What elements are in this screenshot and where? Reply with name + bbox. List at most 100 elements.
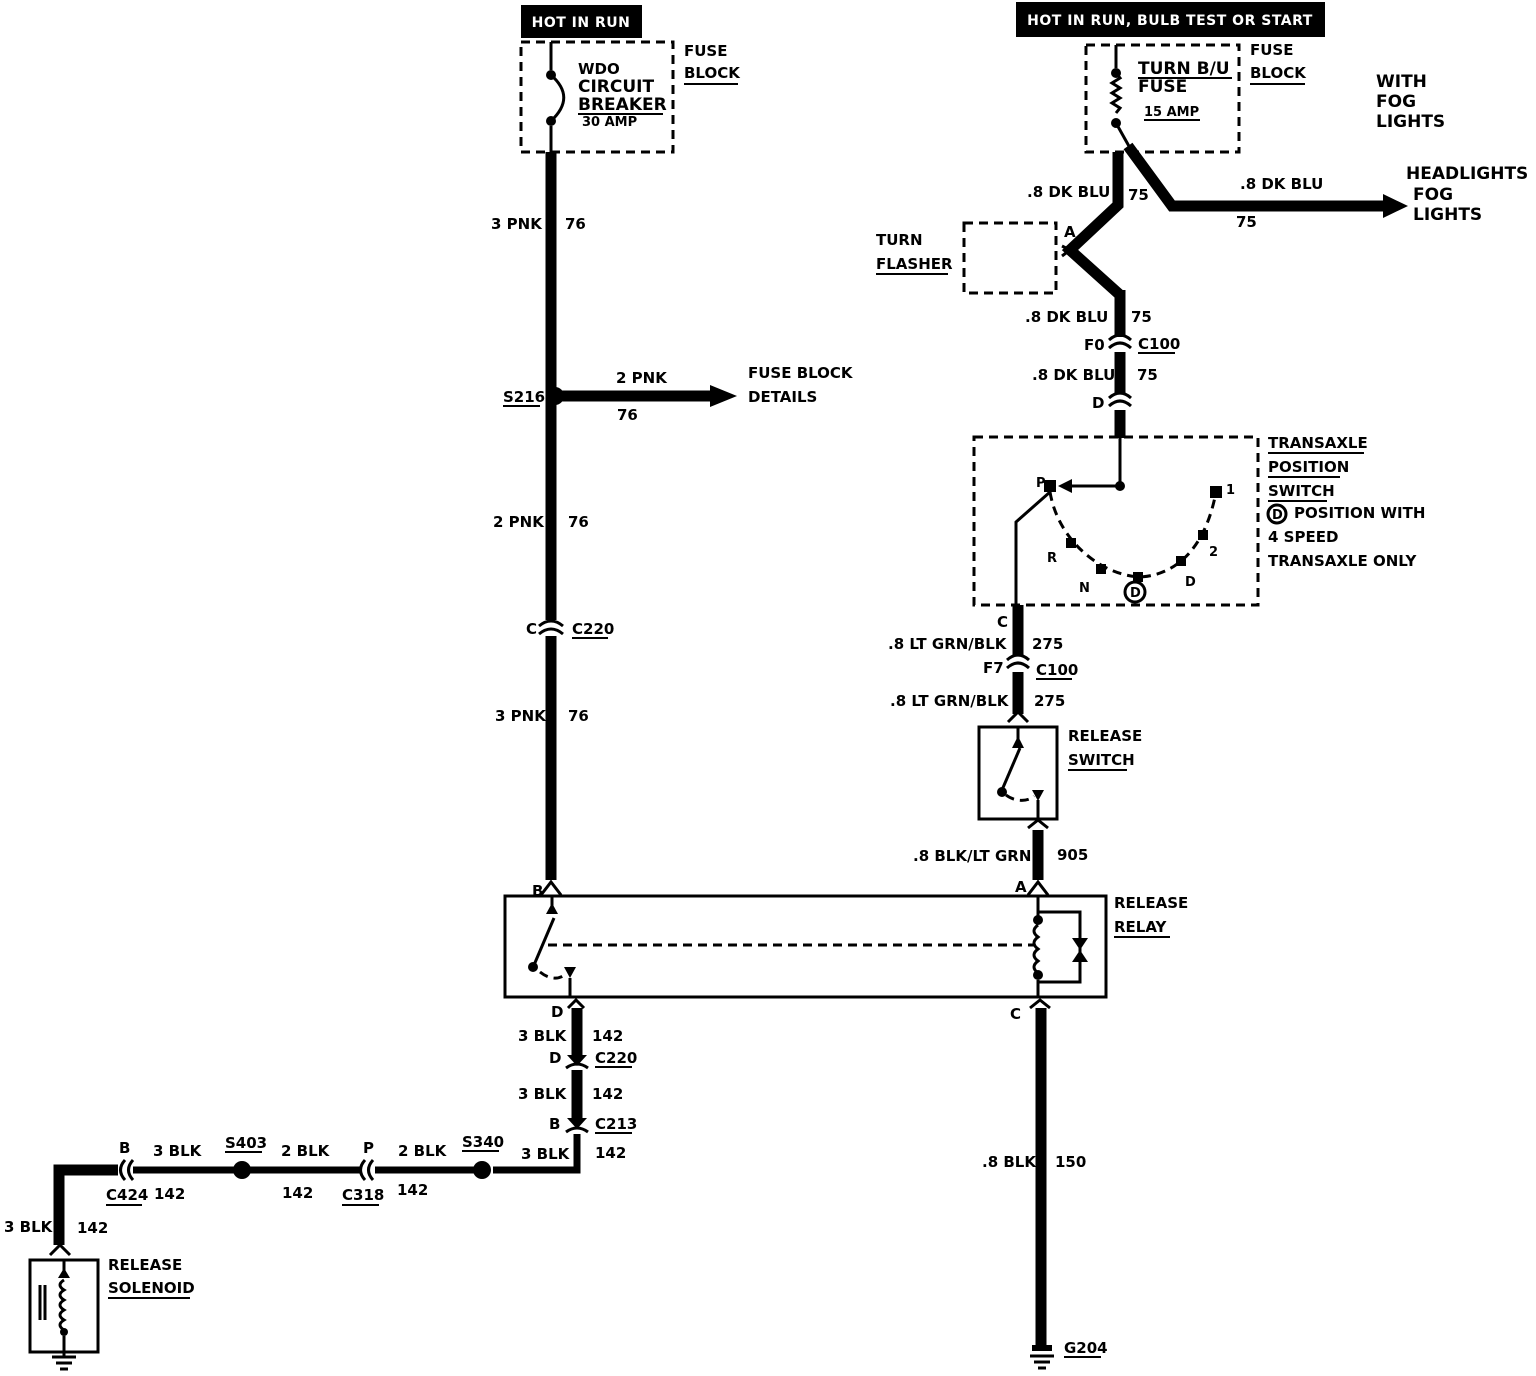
svg-text:C318: C318 [342, 1186, 384, 1204]
svg-text:SWITCH: SWITCH [1268, 482, 1335, 500]
svg-text:3 BLK: 3 BLK [153, 1142, 203, 1160]
svg-text:3 BLK: 3 BLK [521, 1145, 571, 1163]
svg-text:FLASHER: FLASHER [876, 255, 953, 273]
svg-text:.8 DK BLU: .8 DK BLU [1025, 308, 1108, 326]
svg-text:2 PNK: 2 PNK [493, 513, 545, 531]
right-main-wire: .8 DK BLU 75 .8 DK BLU 75 F0 C100 .8 DK … [1025, 183, 1180, 438]
turn-flasher: TURN FLASHER A [876, 152, 1124, 300]
svg-text:S403: S403 [225, 1134, 267, 1152]
svg-text:142: 142 [154, 1185, 185, 1203]
release-relay: RELEASE RELAY B D [503, 882, 1188, 1021]
svg-text:3 BLK: 3 BLK [4, 1218, 54, 1236]
svg-text:CIRCUIT: CIRCUIT [578, 77, 654, 97]
svg-text:2 BLK: 2 BLK [398, 1142, 448, 1160]
svg-text:.8 DK BLU: .8 DK BLU [1240, 175, 1323, 193]
svg-text:F7: F7 [983, 659, 1004, 677]
svg-text:C100: C100 [1138, 335, 1180, 353]
svg-text:C213: C213 [595, 1115, 637, 1133]
svg-text:2: 2 [1209, 545, 1218, 560]
svg-text:30 AMP: 30 AMP [582, 115, 637, 130]
solenoid-circuit: 3 BLK 142 D C220 3 BLK 142 B C213 3 BLK … [4, 997, 637, 1257]
svg-text:15 AMP: 15 AMP [1144, 105, 1199, 120]
svg-text:C220: C220 [595, 1049, 637, 1067]
svg-text:HOT IN RUN, BULB TEST OR START: HOT IN RUN, BULB TEST OR START [1027, 13, 1313, 29]
svg-text:76: 76 [617, 406, 638, 424]
svg-text:LIGHTS: LIGHTS [1376, 112, 1445, 132]
svg-text:C: C [1010, 1005, 1021, 1023]
svg-text:3 BLK: 3 BLK [518, 1085, 568, 1103]
hot-in-run-label: HOT IN RUN [521, 5, 642, 38]
right-fuse-block: TURN B/U FUSE 15 AMP FUSE BLOCK [1084, 41, 1307, 154]
svg-text:TURN: TURN [876, 231, 923, 249]
hot-in-run-bulb-test-label: HOT IN RUN, BULB TEST OR START [1016, 2, 1325, 37]
svg-text:TURN B/U: TURN B/U [1138, 59, 1230, 79]
svg-text:142: 142 [592, 1085, 623, 1103]
svg-text:B: B [119, 1139, 130, 1157]
svg-text:BREAKER: BREAKER [578, 95, 667, 115]
svg-text:S216: S216 [503, 388, 545, 406]
svg-text:275: 275 [1034, 692, 1065, 710]
svg-text:76: 76 [568, 707, 589, 725]
svg-text:.8 LT GRN/BLK: .8 LT GRN/BLK [890, 692, 1010, 710]
headlights-branch: .8 DK BLU 75 HEADLIGHTS FOG LIGHTS [1114, 122, 1528, 231]
svg-text:75: 75 [1137, 366, 1158, 384]
svg-text:BLOCK: BLOCK [684, 64, 741, 82]
svg-text:P: P [1036, 476, 1046, 491]
svg-text:C: C [997, 613, 1008, 631]
svg-text:A: A [1064, 223, 1076, 241]
svg-text:C: C [526, 620, 537, 638]
left-main-wire: 3 PNK 76 S216 2 PNK 76 FUSE BLOCK DETAIL… [491, 152, 854, 896]
svg-text:2 BLK: 2 BLK [281, 1142, 331, 1160]
svg-text:FOG: FOG [1376, 92, 1416, 112]
svg-text:4 SPEED: 4 SPEED [1268, 528, 1338, 546]
svg-text:RELAY: RELAY [1114, 918, 1168, 936]
svg-text:142: 142 [77, 1219, 108, 1237]
svg-text:.8 BLK: .8 BLK [982, 1153, 1037, 1171]
svg-text:FUSE: FUSE [1138, 77, 1187, 97]
svg-text:150: 150 [1055, 1153, 1086, 1171]
transaxle-position-switch: P R N D D 2 1 TRANSAXLE POSITION SWITCH … [972, 434, 1425, 607]
fog-note: WITH FOG LIGHTS [1376, 72, 1445, 132]
svg-text:B: B [532, 882, 543, 900]
svg-text:RELEASE: RELEASE [1068, 727, 1142, 745]
svg-text:FUSE BLOCK: FUSE BLOCK [748, 364, 854, 382]
svg-text:LIGHTS: LIGHTS [1413, 205, 1482, 225]
svg-text:C220: C220 [572, 620, 614, 638]
svg-text:.8 DK BLU: .8 DK BLU [1027, 183, 1110, 201]
arrow-icon [1383, 194, 1408, 218]
relay-feed-wire: .8 BLK/LT GRN 905 A [913, 818, 1088, 896]
svg-text:C424: C424 [106, 1186, 148, 1204]
svg-text:D: D [549, 1049, 561, 1067]
svg-text:75: 75 [1236, 213, 1257, 231]
svg-text:.8 DK BLU: .8 DK BLU [1032, 366, 1115, 384]
svg-text:RELEASE: RELEASE [108, 1256, 182, 1274]
svg-text:D: D [551, 1003, 563, 1021]
svg-text:D: D [1185, 575, 1196, 590]
svg-text:S340: S340 [462, 1133, 504, 1151]
svg-text:76: 76 [568, 513, 589, 531]
svg-text:R: R [1047, 551, 1057, 566]
svg-text:POSITION: POSITION [1268, 458, 1349, 476]
svg-text:C100: C100 [1036, 661, 1078, 679]
svg-text:D: D [1130, 586, 1141, 601]
svg-text:142: 142 [595, 1144, 626, 1162]
svg-text:1: 1 [1226, 483, 1235, 498]
svg-text:N: N [1079, 581, 1090, 596]
svg-text:3 BLK: 3 BLK [518, 1027, 568, 1045]
svg-text:HOT IN RUN: HOT IN RUN [532, 15, 631, 31]
svg-text:RELEASE: RELEASE [1114, 894, 1188, 912]
svg-text:2 PNK: 2 PNK [616, 369, 668, 387]
svg-text:TRANSAXLE: TRANSAXLE [1268, 434, 1368, 452]
svg-text:D: D [1272, 508, 1283, 523]
ground-wire-g204: C .8 BLK 150 G204 [982, 998, 1108, 1370]
svg-text:3 PNK: 3 PNK [491, 215, 543, 233]
svg-text:SWITCH: SWITCH [1068, 751, 1135, 769]
release-solenoid: RELEASE SOLENOID [28, 1256, 195, 1371]
ground-icon [52, 1352, 76, 1371]
svg-text:76: 76 [565, 215, 586, 233]
svg-text:A: A [1015, 878, 1027, 896]
svg-text:142: 142 [397, 1181, 428, 1199]
svg-text:BLOCK: BLOCK [1250, 64, 1307, 82]
svg-text:.8 LT GRN/BLK: .8 LT GRN/BLK [888, 635, 1008, 653]
